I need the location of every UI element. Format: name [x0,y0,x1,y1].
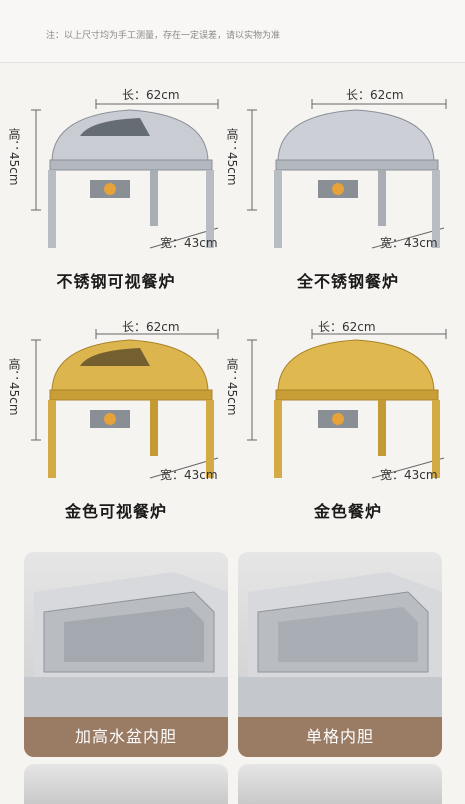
detail-card-next [238,764,442,804]
height-label: 高：45cm [225,128,239,186]
detail-label: 加高水盆内胆 [24,717,228,757]
width-label: 宽：43cm [380,468,438,482]
detail-card-next [24,764,228,804]
chafing-dish-illustration [247,329,447,479]
height-label: 高：45cm [7,128,21,186]
detail-card-single-pan: 单格内胆 [238,552,442,757]
chafing-dish-illustration [247,99,447,249]
product-caption: 全不锈钢餐炉 [296,272,399,291]
product-gold: 长：62cm 高：45cm 宽：43cm 金色餐炉 [225,300,464,538]
pan-detail-photo [24,572,228,717]
product-stainless-window: 长：62cm 高：45cm 宽：43cm 不锈钢可视餐炉 [0,70,232,308]
length-label: 长：62cm [318,320,376,334]
height-label: 高：45cm [225,358,239,416]
detail-label: 单格内胆 [238,717,442,757]
chafing-dish-illustration [31,329,219,479]
length-label: 长：62cm [346,88,404,102]
product-full-stainless: 长：62cm 高：45cm 宽：43cm 全不锈钢餐炉 [225,70,464,308]
measurement-note: 注：以上尺寸均为手工测量，存在一定误差，请以实物为准 [0,0,465,63]
length-label: 长：62cm [122,88,180,102]
product-caption: 不锈钢可视餐炉 [56,272,176,291]
chafing-dish-illustration [31,99,219,249]
product-caption: 金色可视餐炉 [64,502,167,521]
pan-detail-photo [238,572,442,717]
detail-card-tall-pan: 加高水盆内胆 [24,552,228,757]
width-label: 宽：43cm [160,236,218,250]
product-caption: 金色餐炉 [313,502,382,521]
width-label: 宽：43cm [160,468,218,482]
product-gold-window: 长：62cm 高：45cm 宽：43cm 金色可视餐炉 [0,300,232,538]
height-label: 高：45cm [7,358,21,416]
note-text: 注：以上尺寸均为手工测量，存在一定误差，请以实物为准 [46,31,281,41]
length-label: 长：62cm [122,320,180,334]
width-label: 宽：43cm [380,236,438,250]
